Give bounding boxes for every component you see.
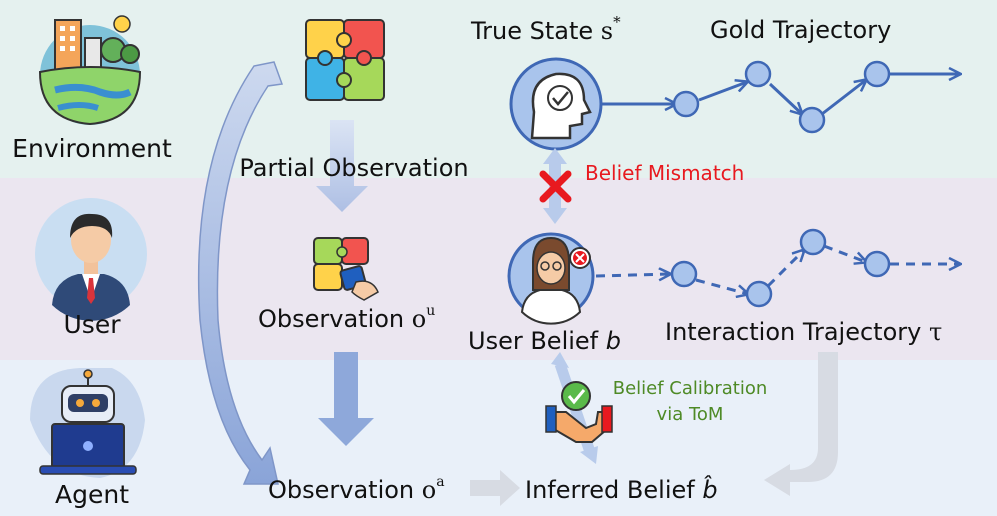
- down-arrow-agent: [318, 352, 374, 446]
- puzzle-full-icon: [305, 19, 385, 101]
- arrow-trajectory-to-inferred: [764, 352, 838, 496]
- arrow-obs-to-inferred: [470, 470, 520, 506]
- gold-trajectory-label: Gold Trajectory: [710, 16, 891, 44]
- red-cross-icon: [539, 170, 572, 203]
- curved-arrow-env-to-agent: [197, 61, 284, 485]
- observation-user-label: Observation ou: [258, 303, 435, 333]
- user-avatar-icon: [35, 198, 147, 321]
- gold-trajectory: [601, 60, 960, 134]
- interaction-trajectory-label: Interaction Trajectory τ: [665, 318, 942, 346]
- down-arrow-partial: [316, 120, 368, 212]
- robot-laptop-icon: [30, 368, 145, 478]
- interaction-node: [863, 250, 891, 278]
- interaction-node: [799, 228, 827, 256]
- puzzle-partial-icon: [313, 237, 379, 301]
- interaction-node: [745, 280, 773, 308]
- user-label: User: [64, 310, 122, 339]
- city-environment-icon: [38, 15, 142, 126]
- gold-node: [744, 60, 772, 88]
- interaction-trajectory: [595, 228, 960, 308]
- user-band: [0, 178, 997, 360]
- true-state-label: True State s*: [470, 13, 621, 45]
- agent-label: Agent: [55, 480, 129, 509]
- belief-calibration-label-line2: via ToM: [657, 404, 724, 425]
- belief-calibration-label-line1: Belief Calibration: [613, 378, 768, 399]
- partial-observation-label: Partial Observation: [239, 154, 468, 182]
- head-check-icon: [509, 57, 603, 151]
- inferred-belief-label: Inferred Belief b̂: [525, 476, 718, 504]
- user-belief-label: User Belief b: [468, 327, 621, 355]
- gold-node: [798, 106, 826, 134]
- gold-node: [863, 60, 891, 88]
- environment-label: Environment: [12, 134, 172, 163]
- gold-node: [672, 90, 700, 118]
- interaction-node: [670, 260, 698, 288]
- environment-band: [0, 0, 997, 178]
- belief-mismatch-label: Belief Mismatch: [585, 161, 744, 185]
- handshake-check-icon: [545, 381, 613, 443]
- confused-user-icon: [507, 232, 595, 325]
- observation-agent-label: Observation oa: [268, 474, 445, 504]
